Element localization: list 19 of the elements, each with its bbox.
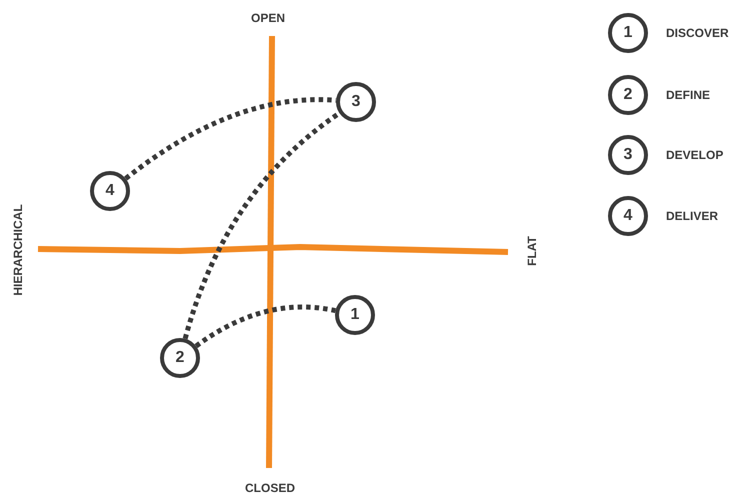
step-circle: 1 <box>335 295 375 335</box>
step-circle: 4 <box>608 196 648 236</box>
step-circle: 2 <box>160 338 200 378</box>
step-name: DEVELOP <box>666 148 724 162</box>
axis-label: HIERARCHICAL <box>11 204 25 296</box>
step-name: DEFINE <box>666 88 710 102</box>
step-circle: 1 <box>608 13 648 53</box>
dotted-connector <box>194 304 336 348</box>
dotted-connector <box>124 97 336 181</box>
axis-label: CLOSED <box>245 481 295 494</box>
axis-label: OPEN <box>251 11 285 25</box>
step-circle: 3 <box>608 135 648 175</box>
step-name: DELIVER <box>666 209 718 223</box>
step-circle: 4 <box>90 171 130 211</box>
step-circle: 2 <box>608 75 648 115</box>
step-name: DISCOVER <box>666 26 729 40</box>
step-circle: 3 <box>336 82 376 122</box>
axis-label: FLAT <box>525 236 539 266</box>
dotted-connector <box>182 111 341 340</box>
